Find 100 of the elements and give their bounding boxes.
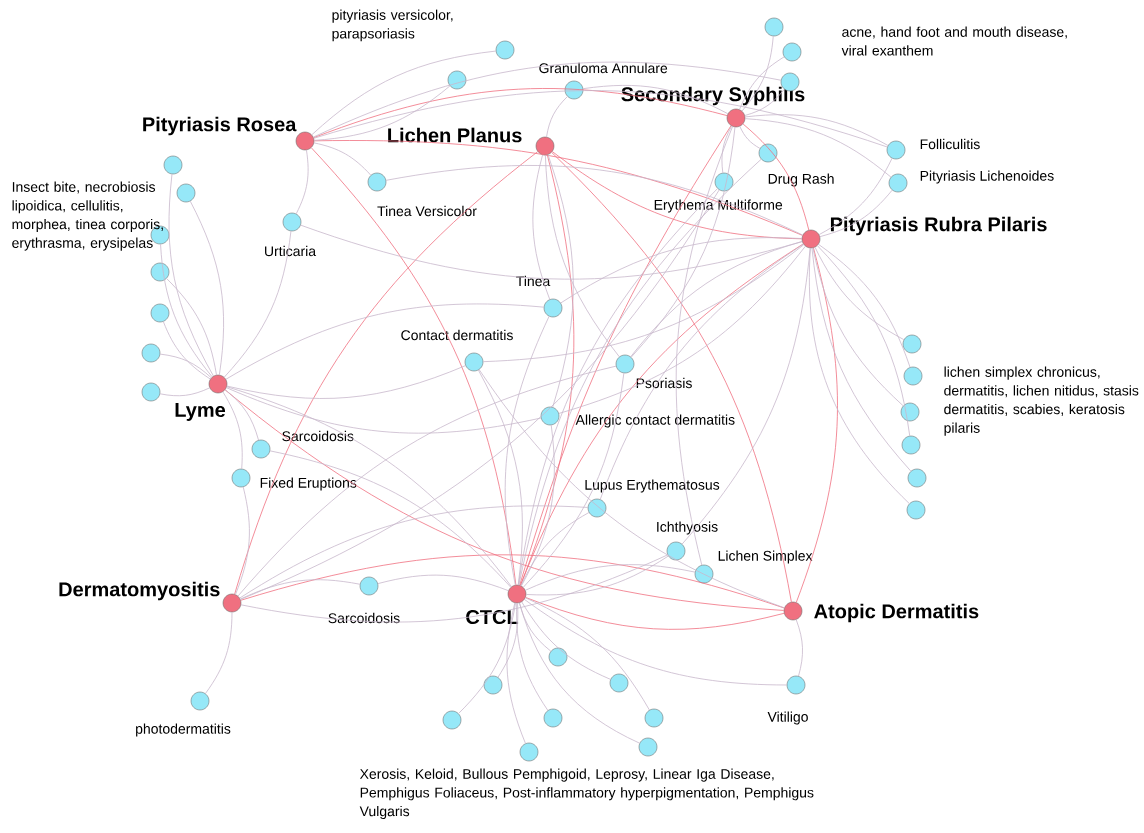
node-label: Psoriasis [636,377,692,389]
connector [558,245,806,414]
disease-dot [495,40,515,60]
node-label: Drug Rash [768,173,834,187]
disease-node: Sarcoidosis [328,576,400,624]
disease-node: Pityriasis Rosea [143,116,315,151]
connector [226,386,512,587]
disease-dot [141,343,161,363]
connector [269,450,512,588]
connector [518,158,762,586]
connector [225,303,545,380]
disease-dot [519,742,539,762]
connector [189,200,224,376]
connector [310,147,517,586]
connector [812,247,904,407]
connector [168,173,214,377]
disease-node: Urticaria [265,212,317,257]
node-label: Pityriasis Rosea [143,116,297,136]
disease-node: Psoriasis [615,354,692,389]
disease-dot [644,708,664,728]
connector [205,611,233,694]
disease-node: Lyme [175,374,228,421]
disease-dot [638,737,658,757]
connector [160,243,213,378]
connector [478,369,785,609]
node-label: Folliculitis [920,138,980,150]
node-label: Ichthyosis [657,521,718,535]
connector [544,154,620,358]
connector [741,35,774,112]
connector [630,241,803,358]
connector [519,125,732,586]
disease-dot [176,183,196,203]
connector [519,602,552,652]
connector [795,619,803,677]
disease-node: Dermatomyositis [59,581,242,613]
disease-dot [782,42,802,62]
connector [519,602,640,744]
connector [506,602,526,744]
connector [630,126,736,358]
connector [521,601,611,680]
connector [525,597,650,711]
connector [482,244,805,363]
connector [739,126,761,149]
connector [721,125,732,174]
disease-dot [907,468,927,488]
disease-node: Atopic Dermatitis [783,601,979,623]
node-label: Pityriasis Rubra Pilaris [830,216,1047,236]
connector [795,247,838,603]
disease-dot [543,708,563,728]
connector [814,246,905,341]
disease-node: Secondary Syphilis [621,86,805,128]
connector [546,96,568,138]
node-label: Lupus Erythematosus [585,479,720,493]
connector [681,247,811,545]
disease-node: Tinea Versicolor [367,172,477,217]
connector [516,602,549,711]
connector [226,387,542,434]
group-label: acne, hand foot and mouth disease, viral exanthem [841,26,1067,56]
connector [313,142,372,176]
disease-dot [609,673,629,693]
disease-node: Allergic contact dermatitis [540,406,735,428]
connector [235,486,250,595]
node-label: Granuloma Annulare [539,62,668,74]
disease-node: photodermatitis [136,691,231,737]
connector [599,243,804,500]
connector [504,316,550,586]
connector [313,88,728,139]
connector [817,245,911,437]
connector [818,243,911,368]
connector [497,602,519,678]
connector [240,579,361,600]
disease-dot [901,435,921,455]
disease-node: Pityriasis Rubra Pilaris [801,216,1047,249]
disease-dot [447,70,467,90]
connector [808,247,910,504]
disease-dot [150,262,170,282]
disease-node: Pityriasis Lichenoides [888,170,1054,193]
group-label: Xerosis, Keloid, Bullous Pemphigoid, Leprosy, Linear Iga Disease, Pemphigus Foliaceus, Post-inflammatory hyperpigmentation, Pemphigus Vulgaris [359,768,814,819]
connector [560,237,803,304]
node-label: CTCL [466,609,519,625]
disease-dot [902,334,922,354]
disease-dot [903,366,923,386]
connector [240,554,668,623]
connector [522,372,625,588]
node-label: Secondary Syphilis [621,86,805,106]
connector [223,230,292,378]
disease-dot [764,17,784,37]
node-label: Erythema Multiforme [654,199,783,213]
disease-dot [900,402,920,422]
connector [166,278,217,376]
node-label: photodermatitis [136,723,231,737]
connector [744,118,892,178]
connector [159,353,212,379]
connector [524,599,788,686]
disease-node: Vitiligo [767,675,808,725]
connector [819,189,893,238]
node-label: Sarcoidosis [328,612,400,624]
connector [520,243,804,586]
disease-dot [141,382,161,402]
connector [525,564,696,591]
